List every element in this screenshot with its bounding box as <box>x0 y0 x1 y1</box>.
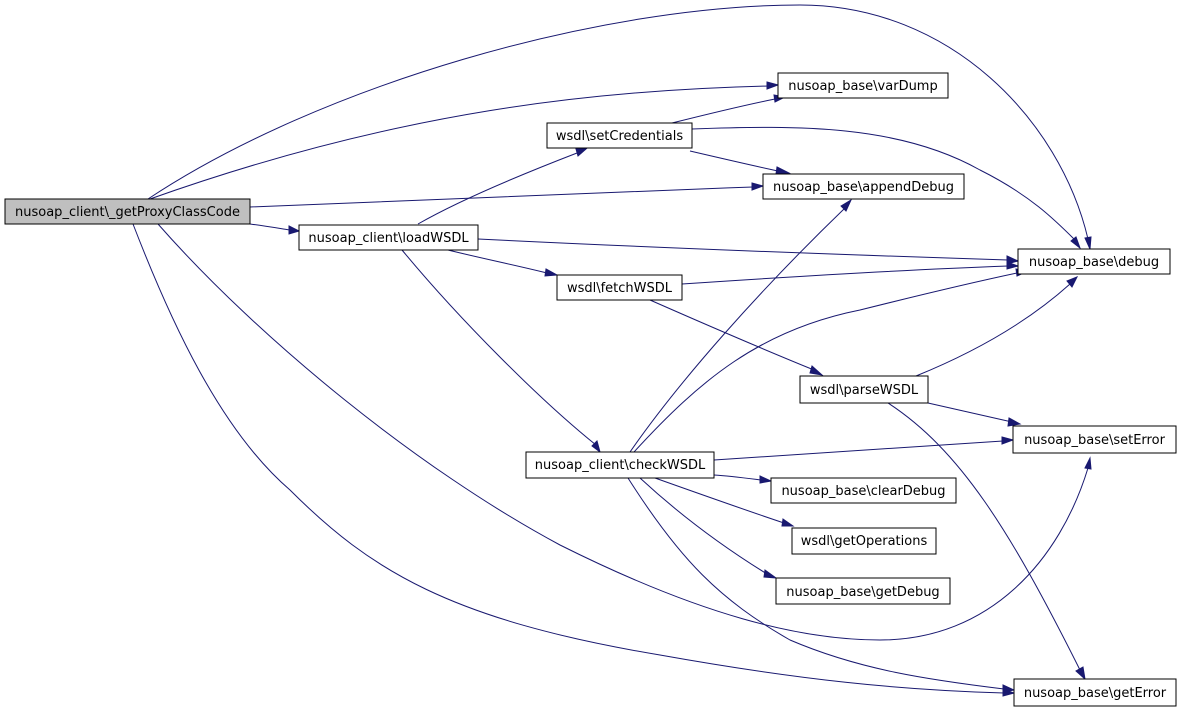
edge-checkwsdl-to-appenddebug <box>629 198 853 453</box>
node-getproxyclasscode[interactable]: nusoap_client\_getProxyClassCode <box>4 198 251 225</box>
node-label: nusoap_client\checkWSDL <box>535 458 706 473</box>
node-label: wsdl\fetchWSDL <box>567 281 673 296</box>
node-debug[interactable]: nusoap_base\debug <box>1017 248 1171 275</box>
node-label: wsdl\setCredentials <box>556 129 683 144</box>
edge-parsewsdl-to-seterror <box>927 402 1022 427</box>
edge-loadwsdl-to-checkwsdl <box>401 249 601 454</box>
nodes: nusoap_client\_getProxyClassCode nusoap_… <box>4 72 1177 707</box>
edge-getproxyclasscode-to-appenddebug <box>249 182 765 208</box>
edge-getproxyclasscode-to-loadwsdl <box>249 223 301 235</box>
node-checkwsdl[interactable]: nusoap_client\checkWSDL <box>525 451 715 479</box>
node-label: wsdl\parseWSDL <box>810 383 919 398</box>
edge-loadwsdl-to-setcredentials <box>417 148 588 225</box>
node-geterror[interactable]: nusoap_base\getError <box>1013 678 1177 707</box>
edge-fetchwsdl-to-debug <box>681 261 1020 285</box>
node-label: nusoap_base\appendDebug <box>773 180 954 195</box>
node-appenddebug[interactable]: nusoap_base\appendDebug <box>762 173 965 200</box>
node-seterror[interactable]: nusoap_base\setError <box>1012 425 1177 454</box>
edge-checkwsdl-to-debug <box>633 268 1030 453</box>
node-loadwsdl[interactable]: nusoap_client\loadWSDL <box>298 224 479 251</box>
node-label: nusoap_base\getDebug <box>786 585 939 600</box>
edge-setcredentials-to-appenddebug <box>689 150 791 175</box>
edge-setcredentials-to-debug <box>691 126 1082 250</box>
node-getdebug[interactable]: nusoap_base\getDebug <box>775 577 951 605</box>
edge-loadwsdl-to-debug <box>477 238 1020 265</box>
node-label: nusoap_base\debug <box>1029 255 1159 270</box>
node-cleardebug[interactable]: nusoap_base\clearDebug <box>770 477 957 504</box>
node-label: nusoap_base\varDump <box>788 79 937 94</box>
node-label: nusoap_client\_getProxyClassCode <box>15 205 240 220</box>
node-vardump[interactable]: nusoap_base\varDump <box>777 72 949 99</box>
edges <box>132 4 1092 697</box>
edge-checkwsdl-to-geterror <box>627 477 1016 693</box>
node-getoperations[interactable]: wsdl\getOperations <box>791 527 937 555</box>
edge-fetchwsdl-to-parsewsdl <box>649 299 824 376</box>
edge-getproxyclasscode-to-vardump <box>149 81 780 200</box>
edge-parsewsdl-to-debug <box>915 276 1079 377</box>
edge-getproxyclasscode-to-seterror <box>157 223 1092 641</box>
edge-checkwsdl-to-seterror <box>713 436 1015 461</box>
node-label: wsdl\getOperations <box>801 534 928 549</box>
node-label: nusoap_base\setError <box>1024 433 1166 448</box>
node-label: nusoap_base\getError <box>1024 686 1167 701</box>
edge-checkwsdl-to-getdebug <box>639 477 778 579</box>
edge-checkwsdl-to-cleardebug <box>713 474 773 484</box>
edge-checkwsdl-to-getoperations <box>654 477 795 527</box>
node-fetchwsdl[interactable]: wsdl\fetchWSDL <box>556 274 683 301</box>
edge-setcredentials-to-vardump <box>671 94 787 124</box>
node-setcredentials[interactable]: wsdl\setCredentials <box>546 122 693 149</box>
node-label: nusoap_base\clearDebug <box>781 484 945 499</box>
node-parsewsdl[interactable]: wsdl\parseWSDL <box>799 375 929 404</box>
edge-parsewsdl-to-geterror <box>887 402 1086 681</box>
edge-loadwsdl-to-fetchwsdl <box>447 249 559 277</box>
node-label: nusoap_client\loadWSDL <box>308 231 469 246</box>
edge-getproxyclasscode-to-debug <box>147 4 1092 251</box>
